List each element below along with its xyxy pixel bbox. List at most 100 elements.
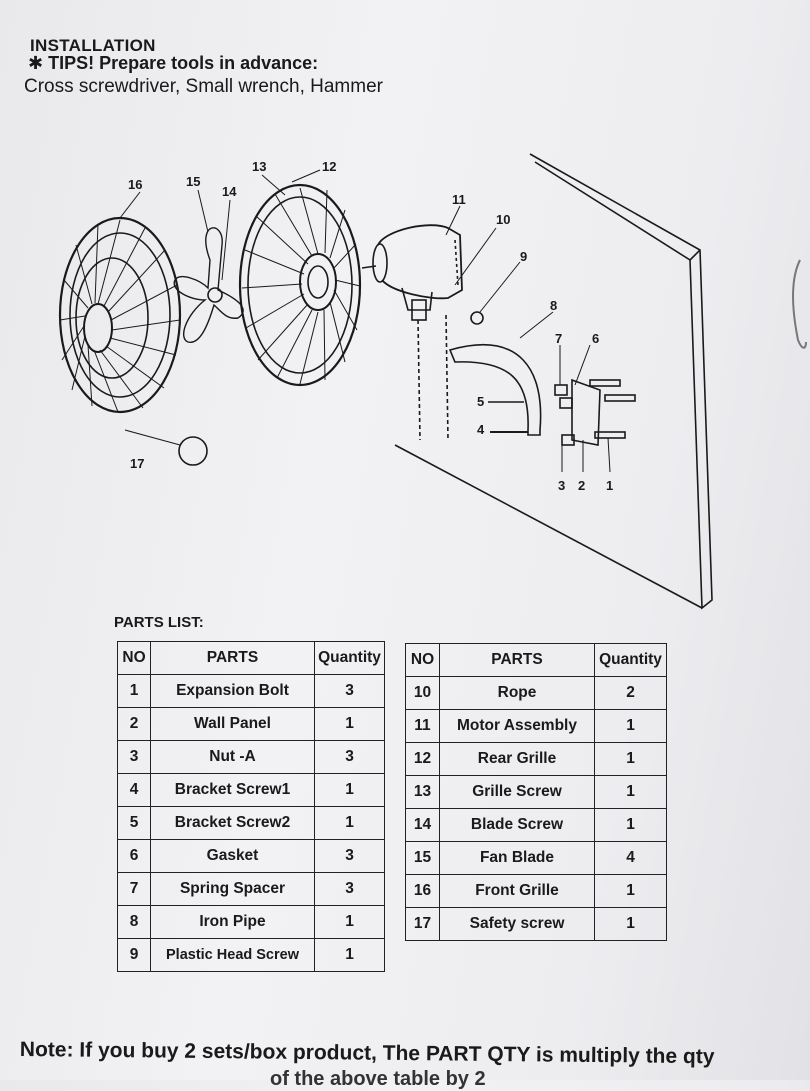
part-qty: 3 (314, 674, 385, 708)
rear-grille (238, 183, 362, 387)
part-no: 1 (117, 674, 151, 708)
part-qty: 3 (314, 872, 385, 906)
callout-16: 16 (128, 177, 142, 192)
part-name: Bracket Screw1 (150, 773, 315, 807)
callout-13: 13 (252, 159, 266, 174)
part-qty: 1 (594, 709, 667, 743)
callout-12: 12 (322, 159, 336, 174)
callout-9: 9 (520, 249, 527, 264)
part-name: Nut -A (150, 740, 315, 774)
part-name: Rope (439, 676, 595, 710)
part-name: Wall Panel (150, 707, 315, 741)
footer-note: Note: If you buy 2 sets/box product, The… (19, 1038, 715, 1069)
callout-6: 6 (592, 331, 599, 346)
callout-5: 5 (477, 394, 484, 409)
part-no: 14 (405, 808, 440, 842)
part-no: 4 (117, 773, 151, 807)
front-grille (58, 216, 182, 414)
part-no: 7 (117, 872, 151, 906)
exploded-fan-diagram: 16 15 14 13 12 11 10 9 8 7 6 5 4 17 3 2 … (58, 153, 713, 610)
part-no: 15 (405, 841, 440, 875)
part-qty: 1 (594, 874, 667, 908)
part-no: 10 (405, 676, 440, 710)
callout-15: 15 (186, 174, 200, 189)
callout-2: 2 (578, 478, 585, 493)
part-no: 8 (117, 905, 151, 939)
part-no: 3 (117, 740, 151, 774)
part-name: Bracket Screw2 (150, 806, 315, 840)
wall-outline (529, 153, 713, 610)
part-qty: 1 (594, 742, 667, 776)
callout-17: 17 (130, 456, 144, 471)
tips-line: ✱ TIPS! Prepare tools in advance: (28, 53, 319, 73)
motor-assembly (361, 224, 463, 321)
part-no: 6 (117, 839, 151, 873)
part-name: Fan Blade (439, 841, 595, 875)
callout-8: 8 (550, 298, 557, 313)
col-no: NO (405, 643, 440, 677)
col-qty: Quantity (594, 643, 667, 677)
part-no: 5 (117, 806, 151, 840)
callout-4: 4 (477, 422, 485, 437)
part-name: Rear Grille (439, 742, 595, 776)
part-qty: 1 (594, 775, 667, 809)
part-qty: 1 (314, 707, 385, 741)
callout-1: 1 (606, 478, 613, 493)
part-no: 12 (405, 742, 440, 776)
part-qty: 1 (314, 806, 385, 840)
part-qty: 3 (314, 740, 385, 774)
iron-pipe (448, 344, 542, 436)
table-header-row: NO PARTS Quantity (117, 641, 385, 675)
col-qty: Quantity (314, 641, 385, 675)
part-name: Grille Screw (439, 775, 595, 809)
col-parts: PARTS (150, 641, 315, 675)
part-qty: 3 (314, 839, 385, 873)
part-no: 13 (405, 775, 440, 809)
callout-11: 11 (452, 192, 466, 207)
part-name: Plastic Head Screw (150, 938, 315, 972)
part-no: 2 (117, 707, 151, 741)
part-no: 17 (405, 907, 440, 941)
callout-3: 3 (558, 478, 565, 493)
binder-clip-icon (792, 259, 807, 349)
part-name: Blade Screw (439, 808, 595, 842)
part-qty: 2 (594, 676, 667, 710)
part-name: Spring Spacer (150, 872, 315, 906)
tools-line: Cross screwdriver, Small wrench, Hammer (24, 76, 383, 97)
safety-screw-detail (178, 436, 208, 466)
part-qty: 4 (594, 841, 667, 875)
part-qty: 1 (594, 907, 667, 941)
part-qty: 1 (314, 773, 385, 807)
part-name: Expansion Bolt (150, 674, 315, 708)
parts-list-title: PARTS LIST: (114, 614, 204, 631)
part-name: Gasket (150, 839, 315, 873)
part-no: 16 (405, 874, 440, 908)
callout-7: 7 (555, 331, 562, 346)
part-no: 11 (405, 709, 440, 743)
part-name: Front Grille (439, 874, 595, 908)
callout-10: 10 (496, 212, 510, 227)
installation-heading: INSTALLATION (30, 36, 156, 55)
part-name: Iron Pipe (150, 905, 315, 939)
part-name: Motor Assembly (439, 709, 595, 743)
col-parts: PARTS (439, 643, 595, 677)
col-no: NO (117, 641, 151, 675)
part-no: 9 (117, 938, 151, 972)
part-name: Safety screw (439, 907, 595, 941)
part-qty: 1 (594, 808, 667, 842)
